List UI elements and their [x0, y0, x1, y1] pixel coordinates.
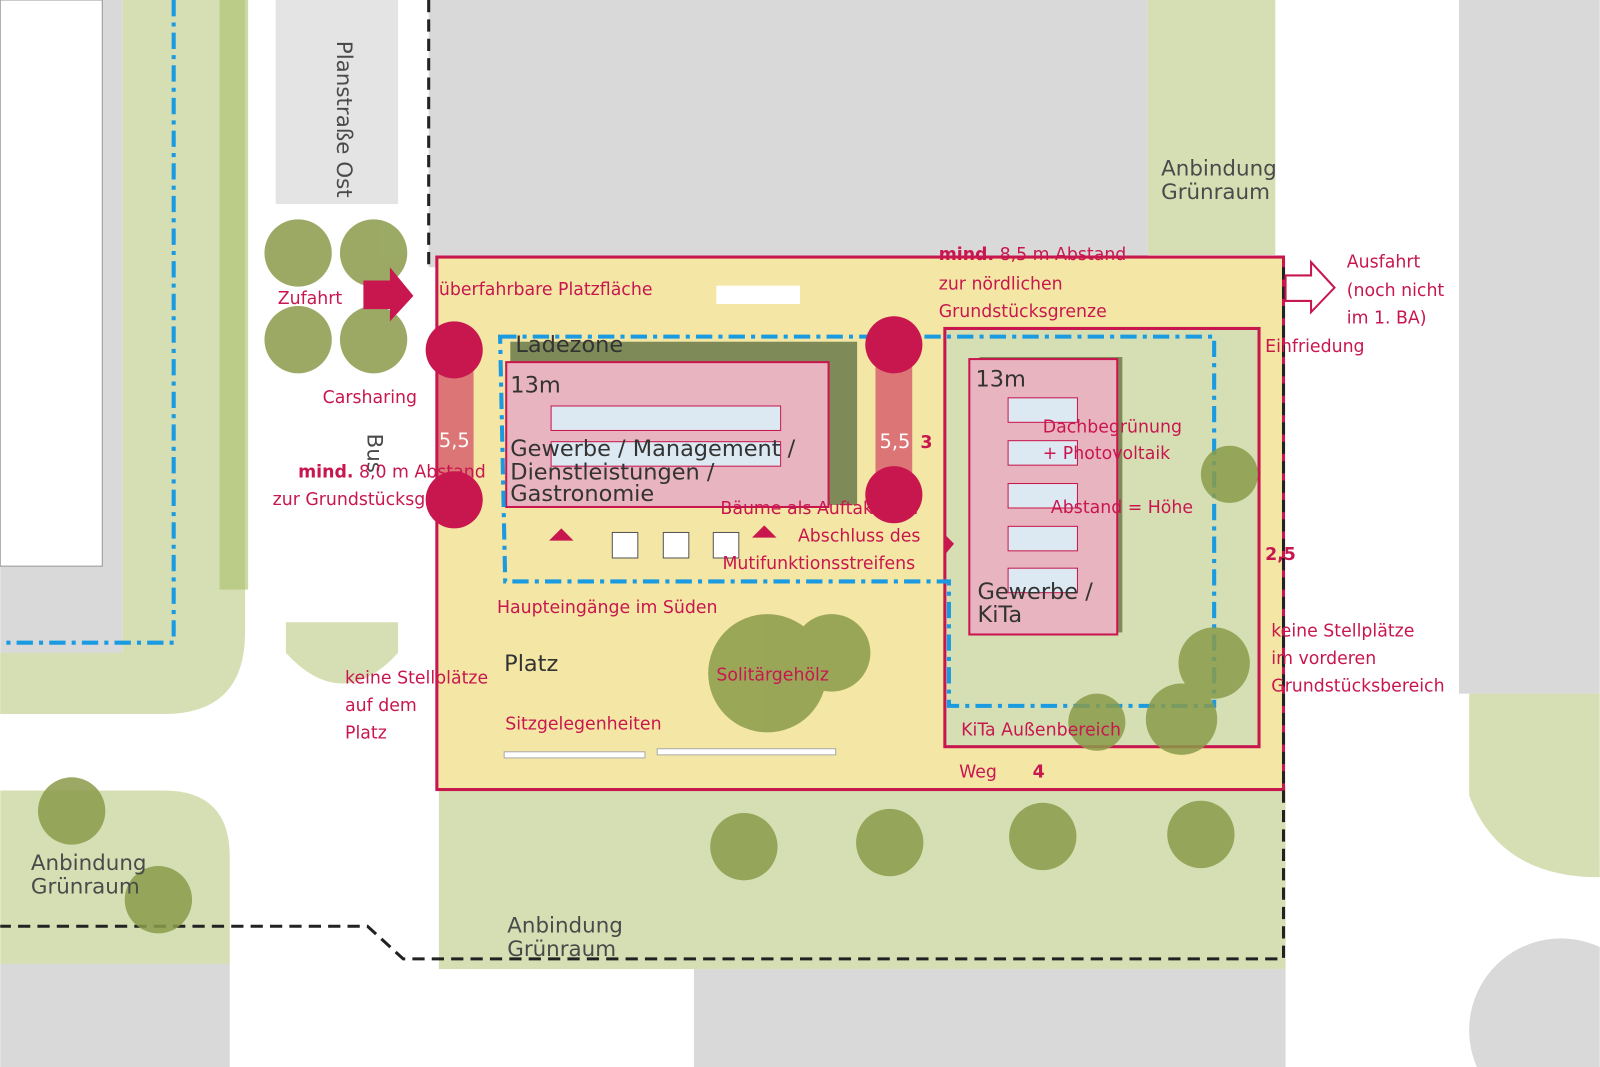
ausfahrt-label-3: im 1. BA): [1347, 308, 1427, 328]
keine-vorne-label-3: Grundstücksbereich: [1271, 677, 1444, 697]
zufahrt-label: Zufahrt: [278, 289, 343, 309]
abstand-west-label: 8,0 m Abstand: [359, 462, 486, 482]
entry-arrow-icon: [363, 267, 414, 322]
height-b-label: 13m: [975, 367, 1025, 393]
anbindung-west-2: Grünraum: [31, 875, 140, 900]
dimension-4: 4: [1033, 762, 1045, 782]
mind-label: mind.: [939, 245, 994, 265]
street-name: Planstraße Ost: [331, 41, 356, 198]
anbindung-south: Anbindung: [507, 913, 623, 938]
building-west: [0, 0, 103, 567]
dach-label: Dachbegrünung: [1043, 418, 1182, 438]
neighbor-block-east: [1458, 0, 1600, 694]
building-boundary: [498, 334, 1217, 708]
boundary-west: [0, 0, 176, 645]
dimension-5-5: 5,5: [439, 429, 470, 452]
green-strip-west: [0, 0, 246, 715]
dimension-5-5: 5,5: [880, 430, 911, 453]
green-south: [438, 785, 1286, 970]
keine-platz-label-2: auf dem: [345, 696, 417, 716]
vehicle: [716, 285, 800, 304]
use-b-label-2: KiTa: [977, 602, 1022, 628]
keine-vorne-label-2: im vorderen: [1271, 649, 1376, 669]
pv-panel: [550, 405, 782, 431]
svg-text:mind. 8,5 m Abstand: mind. 8,5 m Abstand: [939, 245, 1127, 265]
hedge: [219, 0, 249, 590]
entrance-markers: [549, 525, 955, 556]
mind-label: mind.: [298, 462, 353, 482]
eingaenge-label: Haupteingänge im Süden: [497, 598, 717, 618]
use-a-label-2: Dienstleistungen /: [510, 459, 715, 485]
abstand-nord-label: 8,5 m Abstand: [1000, 245, 1127, 265]
island: [285, 622, 399, 684]
baeume-label-3: Mutifunktionsstreifens: [722, 554, 915, 574]
roundabout: [1469, 938, 1600, 1067]
baeume-label-2: Abschluss des: [798, 527, 920, 547]
kita-aussen-label: KiTa Außenbereich: [961, 720, 1121, 740]
ausfahrt-label-2: (noch nicht: [1347, 281, 1445, 301]
exit-arrow-icon: [1284, 259, 1336, 315]
platzflaeche-label: überfahrbare Platzfläche: [439, 280, 653, 300]
keine-platz-label-3: Platz: [345, 724, 387, 744]
einfriedung-label: Einfriedung: [1265, 337, 1364, 357]
building-a: [505, 361, 830, 508]
green-north: [1147, 0, 1276, 256]
neighbor-block-south: [693, 969, 1286, 1067]
keine-vorne-label: keine Stellplätze: [1271, 622, 1414, 642]
anbindung-north: Anbindung: [1161, 156, 1277, 181]
carsharing-label: Carsharing: [323, 388, 417, 408]
platz-label: Platz: [504, 651, 558, 677]
use-a-label-3: Gastronomie: [510, 481, 654, 507]
baeume-label: Bäume als Auftakt und: [720, 499, 918, 519]
ausfahrt-label: Ausfahrt: [1347, 252, 1421, 272]
abstand-nord-label-3: Grundstücksgrenze: [939, 302, 1107, 322]
anbindung-south-2: Grünraum: [507, 937, 616, 962]
sitz-label: Sitzgelegenheiten: [505, 714, 661, 734]
green-east: [1469, 693, 1600, 878]
abstand-nord-label-2: zur nördlichen: [939, 275, 1063, 295]
abstand-west-label-2: zur Grundstücksgrenze: [273, 490, 474, 510]
dach-label-2: + Photovoltaik: [1043, 444, 1170, 464]
neighbor-block-north: [428, 0, 1148, 268]
anbindung-west: Anbindung: [31, 851, 147, 876]
anbindung-north-2: Grünraum: [1161, 180, 1270, 205]
site-boundary: [0, 0, 1286, 961]
red-trees: [425, 316, 923, 529]
bus-label: Bus: [361, 434, 386, 473]
pv-panels-b: [1007, 397, 1078, 594]
weg-label: Weg: [959, 762, 997, 782]
pv-panel: [550, 441, 782, 467]
keine-platz-label: keine Stellplätze: [345, 668, 488, 688]
use-a-label: Gewerbe / Management /: [510, 436, 795, 462]
parking-street: [275, 0, 399, 205]
solitaer-label: Solitärgehölz: [716, 665, 829, 685]
benches: [503, 748, 837, 759]
abstand-hoehe-label: Abstand = Höhe: [1051, 498, 1193, 518]
neighbor-block-sw: [0, 963, 230, 1067]
bike-racks: [611, 531, 740, 559]
height-a-label: 13m: [510, 373, 560, 399]
dimension-3: 3: [920, 433, 932, 453]
use-b-label: Gewerbe /: [977, 579, 1093, 605]
svg-text:mind. 8,0 m Abstand: mind. 8,0 m Abstand: [298, 462, 486, 482]
ladezone-label: Ladezone: [515, 332, 623, 358]
dimension-2-5: 2,5: [1265, 545, 1296, 565]
